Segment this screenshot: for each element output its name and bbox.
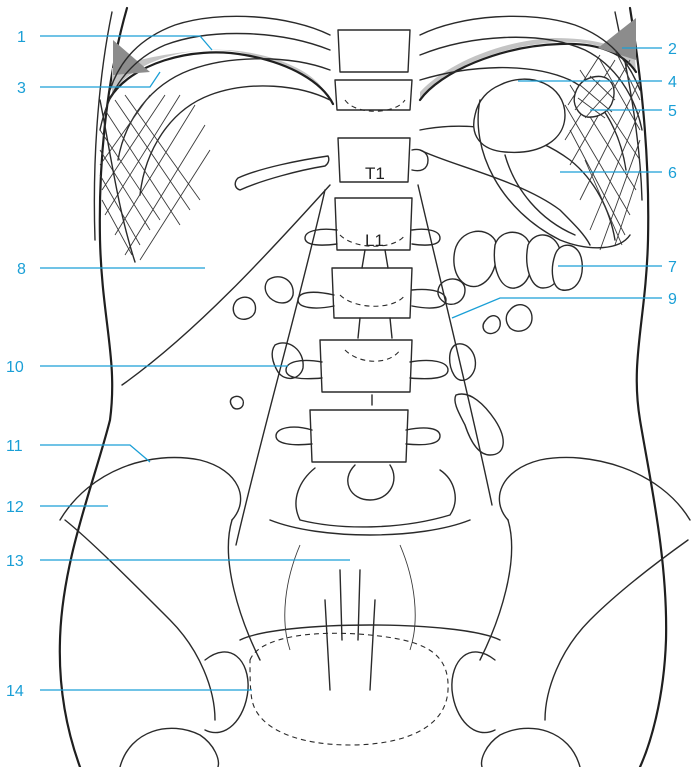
leader-9 — [452, 298, 662, 318]
spleen — [574, 76, 615, 118]
label-13: 13 — [6, 553, 24, 570]
label-4: 4 — [668, 74, 677, 91]
pelvis — [60, 458, 690, 767]
label-14: 14 — [6, 683, 24, 700]
label-t1: T1 — [365, 164, 385, 183]
label-7: 7 — [668, 259, 677, 276]
label-2: 2 — [668, 41, 677, 58]
label-3: 3 — [17, 80, 26, 97]
label-6: 6 — [668, 165, 677, 182]
label-9: 9 — [668, 291, 677, 308]
label-11: 11 — [6, 438, 23, 455]
label-10: 10 — [6, 359, 24, 376]
label-l1: L1 — [365, 231, 384, 250]
leader-11 — [40, 445, 150, 462]
right-lung-base-hatching — [100, 95, 210, 262]
label-5: 5 — [668, 103, 677, 120]
label-12: 12 — [6, 499, 24, 516]
label-8: 8 — [17, 261, 26, 278]
label-1: 1 — [17, 29, 26, 46]
psoas-margins — [122, 185, 492, 545]
